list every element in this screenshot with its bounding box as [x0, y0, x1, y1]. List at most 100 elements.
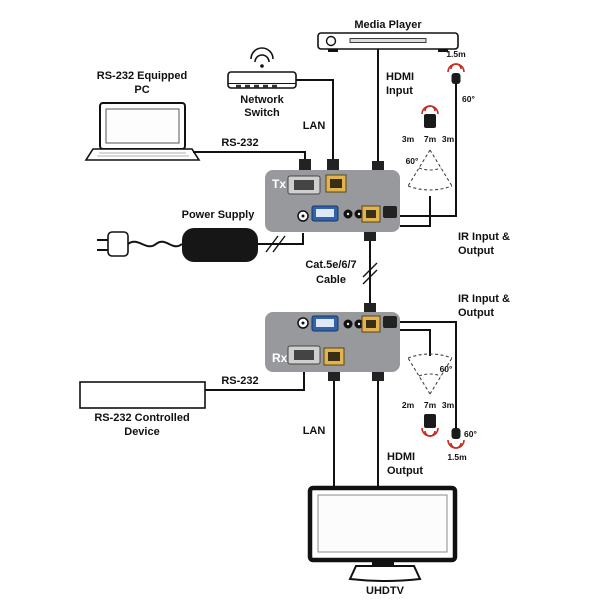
tx-ir-jack-2-pin — [357, 212, 361, 216]
ir-bottom-range-left: 2m — [402, 400, 415, 410]
ir-top-emitter-angle-label: 60° — [406, 156, 419, 166]
rx-vga-inner — [316, 319, 334, 327]
ir-io-bottom-label-2: Output — [458, 307, 494, 319]
power-cable-in — [127, 240, 183, 248]
rx-label: Rx — [272, 351, 288, 365]
ir-top-emitter-waves-icon — [421, 105, 439, 115]
ir-top-emitter-head — [424, 114, 436, 128]
switch-label-1: Network — [240, 94, 284, 106]
tx-unit: Tx — [265, 170, 400, 232]
rs232-cable-top — [193, 151, 306, 159]
rx-cat-rj45-slot — [366, 320, 376, 328]
power-cable-break — [265, 235, 286, 253]
rs232-controlled-device — [79, 381, 206, 409]
ir-bottom-range-right: 3m — [442, 400, 455, 410]
ir-bottom-emitter-angle-label: 60° — [440, 364, 453, 374]
network-switch — [227, 47, 297, 89]
switch-signal-waves-icon — [250, 47, 274, 68]
ir-bottom-receiver-angle-label: 60° — [464, 429, 477, 439]
cat-cable-label-2: Cable — [316, 274, 346, 286]
ir-top-range-center: 7m — [424, 134, 437, 144]
ir-receiver-cable-top — [400, 84, 457, 217]
ir-bottom-receiver-waves-icon — [447, 439, 465, 449]
cat-cable-plug-bottom — [364, 303, 376, 312]
rs232-top-plug — [299, 159, 311, 170]
rs232-device-label-1: RS-232 Controlled — [94, 412, 189, 424]
tx-vga-inner — [316, 209, 334, 217]
ir-emitter-cable-top — [400, 196, 431, 227]
rx-ir-jack-2-pin — [357, 322, 361, 326]
switch-label-2: Switch — [244, 107, 280, 119]
tx-hdmi-port — [383, 206, 397, 218]
hdmi-output-label-2: Output — [387, 465, 423, 477]
ir-receiver-cable-bottom — [400, 321, 457, 428]
pc-label-1: RS-232 Equipped — [97, 70, 187, 82]
uhdtv-device — [307, 485, 458, 582]
ir-top-range-right: 3m — [442, 134, 455, 144]
power-supply — [97, 228, 304, 262]
tx-db9-inner — [294, 180, 314, 190]
uhdtv-label: UHDTV — [366, 585, 405, 597]
lan-cable-top — [296, 79, 334, 159]
ir-top-receiver-range-label: 1.5m — [446, 49, 466, 59]
lan-bottom-plug — [328, 372, 340, 381]
ir-bottom-receiver-range-label: 1.5m — [447, 452, 467, 462]
lan-top-label: LAN — [303, 120, 326, 132]
ir-bottom-emitter-waves-icon — [421, 427, 439, 437]
ir-bottom-range-center: 7m — [424, 400, 437, 410]
ir-bottom-emitter-head — [424, 414, 436, 428]
ir-top-receiver-head — [451, 73, 461, 84]
laptop-base — [84, 148, 201, 161]
ir-emitter-cable-bottom — [400, 329, 431, 356]
laptop-display — [105, 108, 180, 144]
ir-bottom-receiver-head — [451, 428, 461, 439]
rs232-cable-bottom — [205, 372, 305, 391]
ir-top-range-left: 3m — [402, 134, 415, 144]
laptop — [84, 102, 201, 161]
rs232-device-label-2: Device — [124, 426, 159, 438]
tx-lan-rj45-slot — [330, 179, 342, 188]
lan-top-plug — [327, 159, 339, 170]
cat-cable-break — [362, 262, 378, 285]
media-player-foot-right — [438, 49, 448, 52]
pc-label-2: PC — [134, 84, 149, 96]
ir-io-top-label-2: Output — [458, 245, 494, 257]
hdmi-output-plug — [372, 372, 384, 381]
tx-ir-jack-1-pin — [346, 212, 350, 216]
rx-lan-rj45-slot — [328, 352, 340, 361]
hdmi-output-label-1: HDMI — [387, 451, 415, 463]
cat-cable-label-1: Cat.5e/6/7 — [305, 259, 356, 271]
media-player-knob — [325, 35, 337, 47]
media-player-foot-left — [328, 49, 338, 52]
ir-receiver-top: 1.5m 60° — [446, 49, 475, 104]
ir-emitter-top: 3m 7m 3m 60° — [402, 105, 455, 191]
media-player-slot — [349, 38, 427, 43]
hdmi-input-label-2: Input — [386, 85, 413, 97]
tx-label: Tx — [272, 177, 286, 191]
lan-bottom-label: LAN — [303, 425, 326, 437]
cat-cable-plug-top — [364, 232, 376, 241]
power-adapter — [182, 228, 258, 262]
ir-top-emission-cone — [407, 149, 453, 191]
rx-db9-inner — [294, 350, 314, 360]
rx-dc-pin — [301, 321, 305, 325]
media-player-device — [317, 32, 459, 52]
ir-emitter-bottom: 60° 2m 7m 3m — [402, 353, 455, 437]
ir-io-bottom-label-1: IR Input & — [458, 293, 510, 305]
rx-unit: Rx — [265, 312, 400, 372]
laptop-keyboard-lines — [97, 152, 189, 157]
ir-io-top-label-1: IR Input & — [458, 231, 510, 243]
tv-neck — [372, 560, 394, 566]
ir-top-receiver-angle-label: 60° — [462, 94, 475, 104]
rx-hdmi-port — [383, 316, 397, 328]
power-cable-out — [258, 233, 304, 245]
switch-ports — [236, 84, 277, 88]
power-plug-prongs — [97, 239, 108, 251]
ir-receiver-bottom: 60° 1.5m — [447, 428, 477, 462]
tx-cat-rj45-slot — [366, 210, 376, 218]
rx-ir-jack-1-pin — [346, 322, 350, 326]
hdmi-input-label-1: HDMI — [386, 71, 414, 83]
media-player-label: Media Player — [354, 19, 422, 31]
